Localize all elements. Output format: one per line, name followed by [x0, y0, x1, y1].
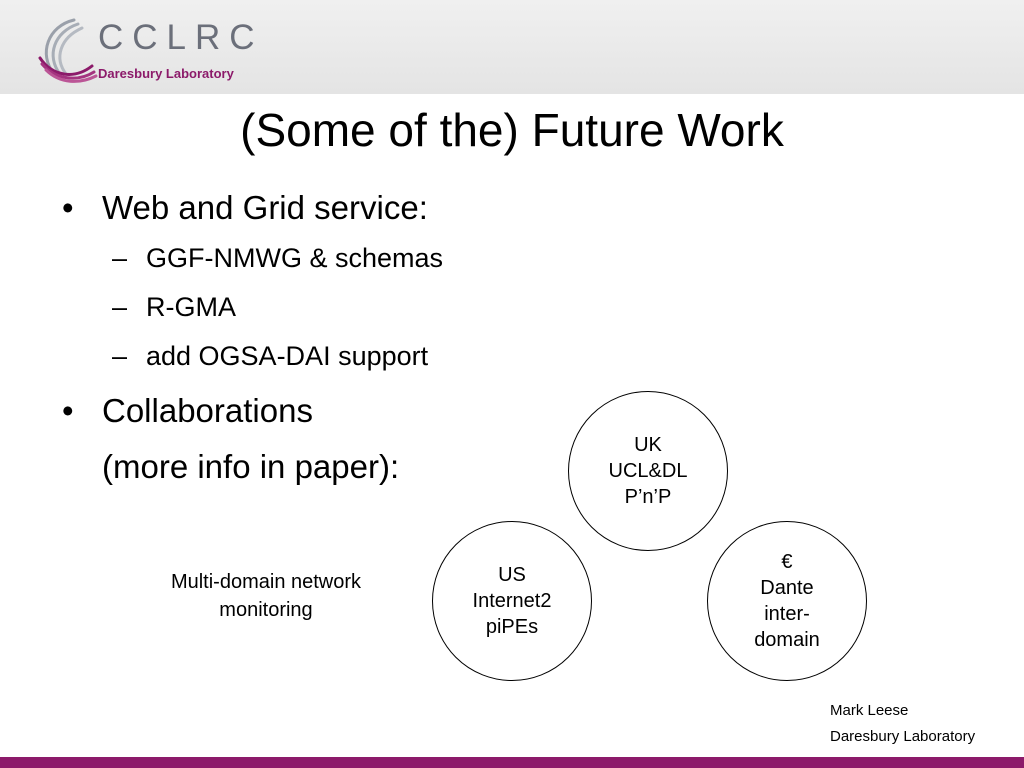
circle-label: UK UCL&DL P’n’P	[609, 432, 688, 510]
circle-line: inter-	[764, 603, 810, 625]
circle-label: € Dante inter- domain	[754, 549, 820, 653]
sub-bullet-item: – GGF-NMWG & schemas	[60, 234, 660, 283]
caption-line: monitoring	[219, 599, 313, 621]
sub-bullet-text: R-GMA	[146, 292, 236, 322]
header-band	[0, 0, 1024, 94]
logo-wordmark: CCLRC	[98, 18, 264, 57]
bullet-item: • Web and Grid service:	[60, 182, 660, 234]
sub-bullet-glyph: –	[112, 243, 128, 273]
footer-band	[0, 757, 1024, 768]
bullet-glyph: •	[62, 189, 74, 226]
circle-uk: UK UCL&DL P’n’P	[568, 391, 728, 551]
bullet-list: • Web and Grid service: – GGF-NMWG & sch…	[60, 182, 660, 497]
circle-line: UK	[634, 434, 662, 456]
circle-line: piPEs	[485, 616, 539, 638]
circle-line: P’n’P	[624, 486, 672, 508]
circle-line: UCL&DL	[608, 460, 688, 482]
caption-line: Multi-domain network	[170, 571, 362, 593]
bullet-continuation: (more info in paper):	[102, 448, 400, 485]
author-org: Daresbury Laboratory	[830, 728, 976, 745]
logo-subtitle: Daresbury Laboratory	[98, 66, 234, 81]
sub-bullet-glyph: –	[112, 341, 128, 371]
circle-line: Internet2	[472, 590, 552, 612]
author-block: Mark Leese Daresbury Laboratory	[830, 698, 975, 750]
author-name: Mark Leese	[830, 702, 909, 719]
circle-line: domain	[754, 629, 820, 651]
sub-bullet-glyph: –	[112, 292, 128, 322]
bullet-glyph: •	[62, 392, 74, 429]
sub-bullet-text: GGF-NMWG & schemas	[146, 243, 444, 273]
swirl-logo-icon	[38, 18, 98, 83]
circle-line: US	[498, 564, 526, 586]
circle-line: Dante	[760, 577, 814, 599]
circle-label: US Internet2 piPEs	[473, 562, 552, 640]
circle-us: US Internet2 piPEs	[432, 521, 592, 681]
bullet-item: • Collaborations	[60, 385, 660, 437]
sub-bullet-item: – add OGSA-DAI support	[60, 332, 660, 381]
sub-bullet-text: add OGSA-DAI support	[146, 341, 429, 371]
circle-eu: € Dante inter- domain	[707, 521, 867, 681]
cclrc-logo: CCLRC Daresbury Laboratory	[34, 14, 255, 88]
slide-title: (Some of the) Future Work	[240, 104, 784, 156]
circle-line: €	[781, 551, 793, 573]
bullet-text: Web and Grid service:	[102, 189, 428, 226]
sub-bullet-item: – R-GMA	[60, 283, 660, 332]
diagram-caption: Multi-domain network monitoring	[126, 568, 406, 624]
bullet-text: Collaborations	[102, 392, 313, 429]
